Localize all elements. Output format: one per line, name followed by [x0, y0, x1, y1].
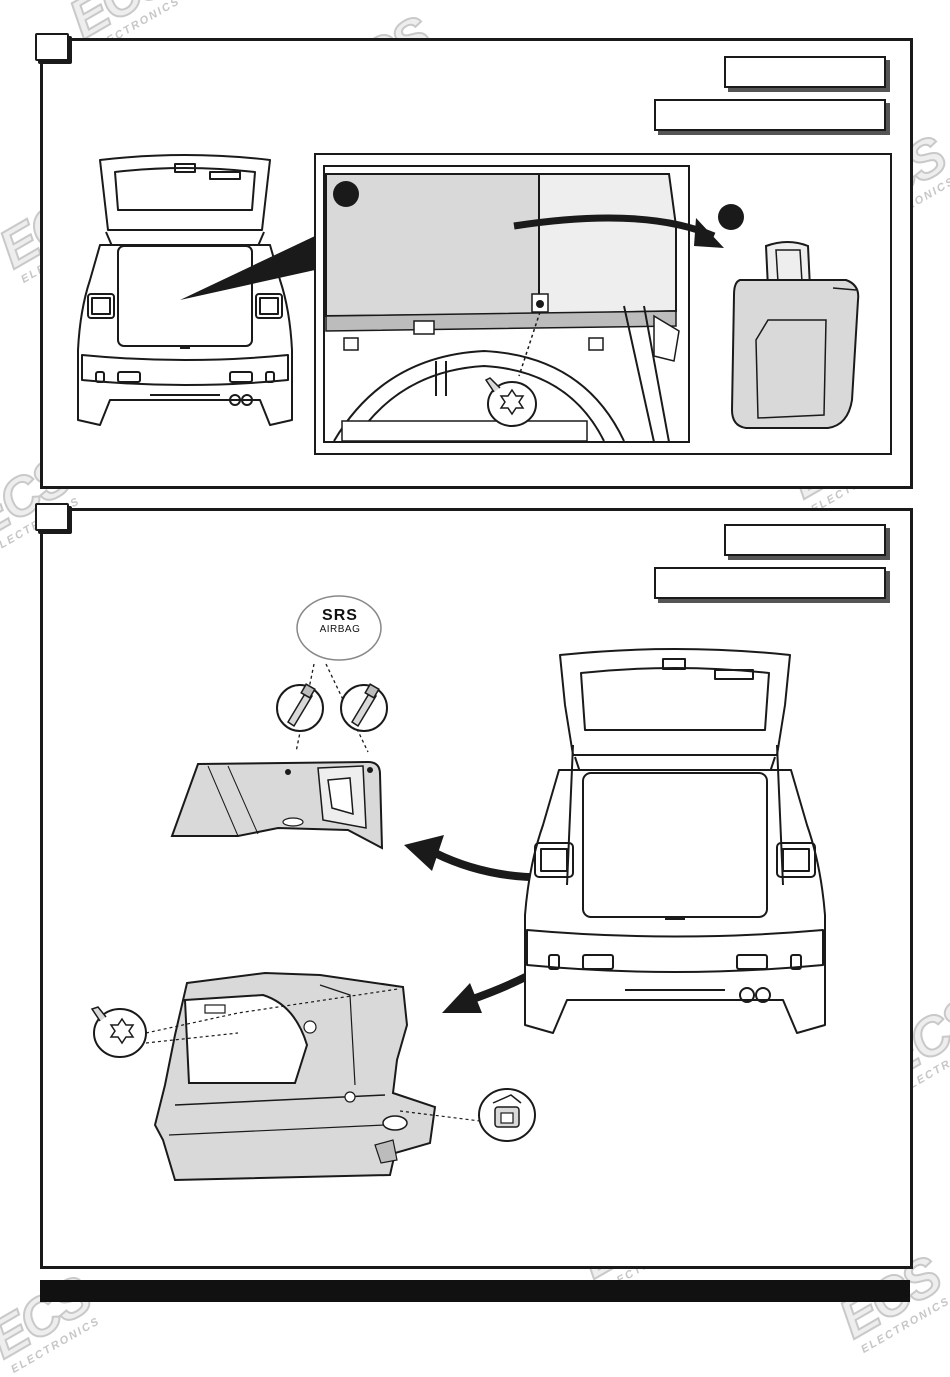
step1-number-tab — [35, 33, 69, 61]
fastener-clip-icon — [399, 1088, 536, 1142]
srs-airbag-badge-icon — [296, 595, 382, 661]
step1-part-label-2 — [654, 99, 886, 131]
side-trim-panel-icon — [153, 971, 437, 1182]
step2-part-label-2 — [654, 567, 886, 599]
step2-part-label-1 — [724, 524, 886, 556]
srs-airbag-label: SRS AIRBAG — [319, 607, 361, 635]
step2-number-tab — [35, 503, 69, 531]
torx-screw-icon — [90, 988, 399, 1058]
rear-seat-backrest-icon — [730, 241, 860, 429]
bolt-icon — [276, 663, 388, 753]
torx-screw-icon — [484, 377, 537, 427]
footer-bar — [40, 1280, 910, 1302]
upper-trim-panel-icon — [170, 760, 384, 850]
car-rear-open-tailgate-icon — [77, 154, 315, 426]
callout-bullet-icon — [718, 204, 744, 230]
step1-part-label-1 — [724, 56, 886, 88]
car-rear-open-tailgate-icon — [524, 648, 826, 1034]
